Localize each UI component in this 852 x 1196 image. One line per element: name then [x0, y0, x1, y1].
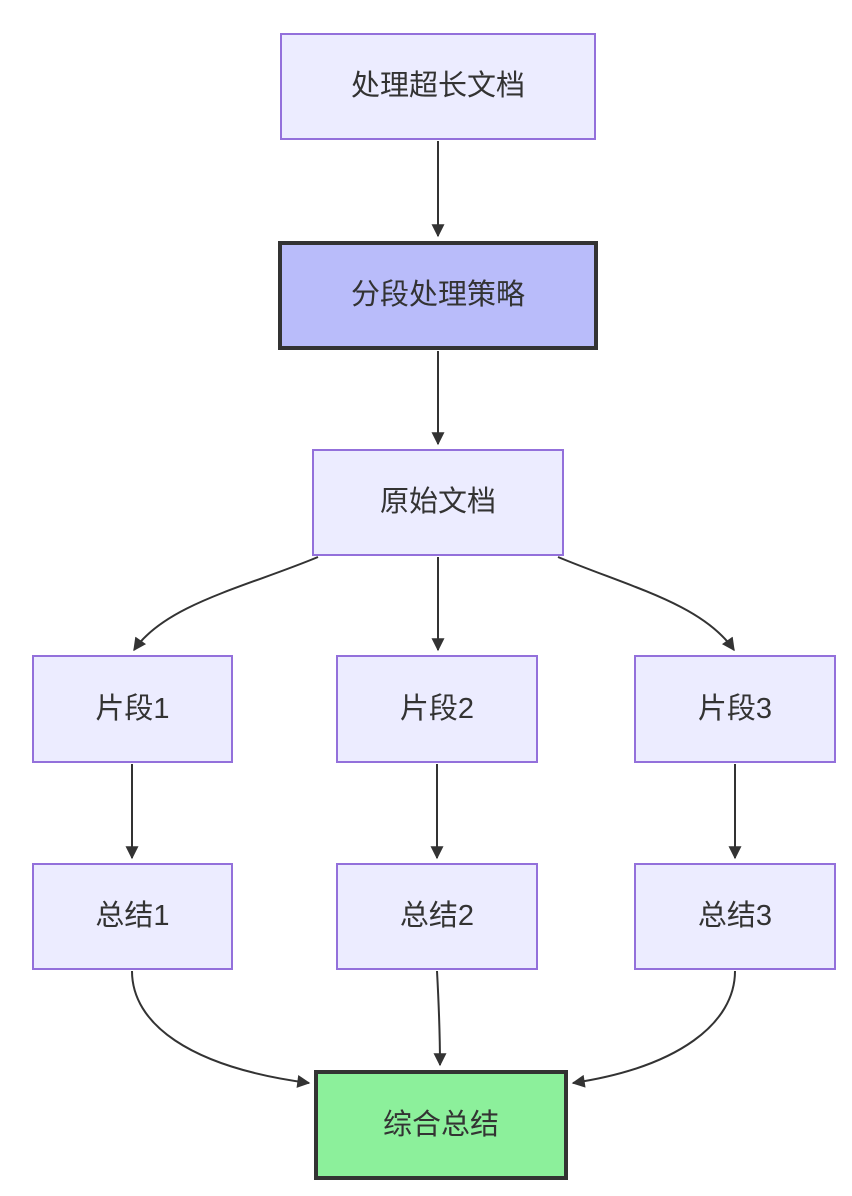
edge-e3-f — [571, 970, 736, 1088]
node-segmentation-strategy: 分段处理策略 — [278, 241, 598, 350]
edge-e1-f — [131, 970, 311, 1088]
node-label: 片段3 — [697, 692, 773, 725]
node-label: 总结2 — [399, 900, 475, 933]
edge-e2-f — [433, 970, 447, 1067]
node-label: 总结3 — [697, 900, 773, 933]
node-summary-3: 总结3 — [634, 863, 836, 970]
node-final-summary: 综合总结 — [314, 1070, 568, 1180]
node-original-document: 原始文档 — [312, 449, 564, 556]
node-summary-1: 总结1 — [32, 863, 233, 970]
node-long-document-task: 处理超长文档 — [280, 33, 596, 140]
node-label: 片段1 — [95, 692, 170, 725]
node-fragment-2: 片段2 — [336, 655, 538, 763]
node-summary-2: 总结2 — [336, 863, 538, 970]
node-label: 分段处理策略 — [350, 279, 525, 312]
node-label: 综合总结 — [382, 1108, 499, 1141]
node-label: 处理超长文档 — [350, 70, 525, 103]
node-label: 总结1 — [95, 900, 170, 933]
edge-c-d3 — [557, 556, 735, 652]
node-fragment-3: 片段3 — [634, 655, 836, 763]
node-fragment-1: 片段1 — [32, 655, 233, 763]
node-label: 片段2 — [399, 692, 475, 725]
edge-c-d1 — [133, 556, 319, 652]
node-label: 原始文档 — [379, 486, 496, 519]
